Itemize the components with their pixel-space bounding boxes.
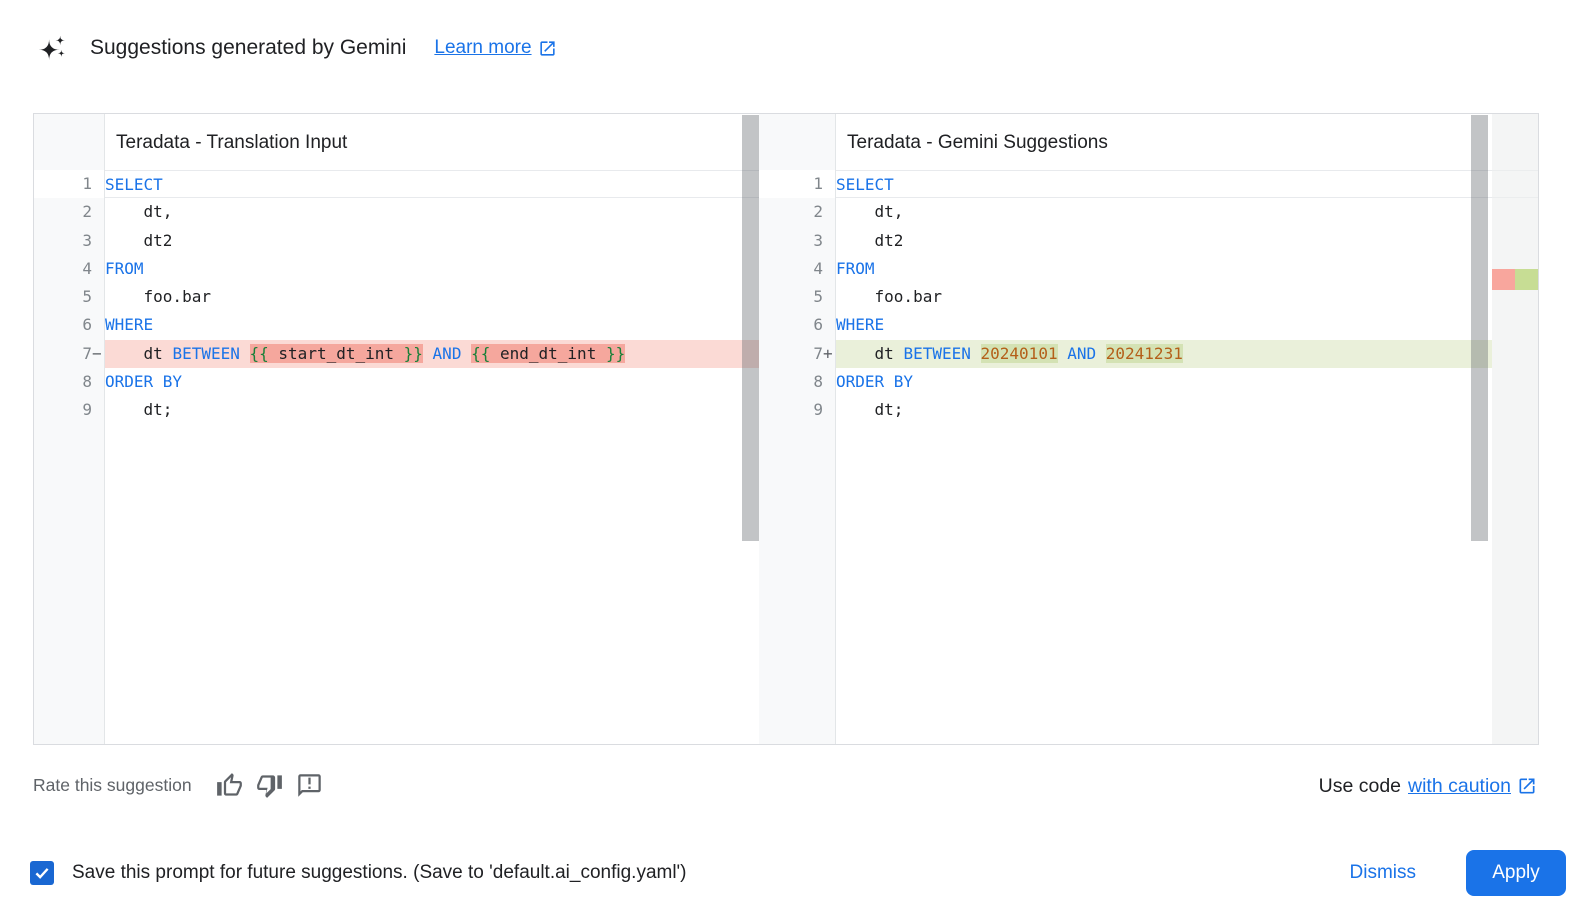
rate-label: Rate this suggestion	[33, 774, 192, 795]
code-line: FROM	[836, 258, 875, 278]
apply-button[interactable]: Apply	[1466, 850, 1566, 896]
checkmark-icon	[35, 868, 49, 879]
code-line: dt;	[836, 400, 904, 420]
external-link-icon	[1519, 778, 1535, 794]
external-link-icon	[539, 40, 555, 56]
overview-active-line	[1492, 170, 1538, 198]
code-line: dt,	[836, 202, 904, 222]
diff-overview-ruler[interactable]	[1492, 114, 1538, 744]
line-number: 7−	[34, 340, 104, 368]
code-line: dt,	[105, 202, 173, 222]
line-number: 4	[813, 258, 823, 278]
bottom-action-bar: Save this prompt for future suggestions.…	[30, 847, 1566, 899]
save-prompt-checkbox[interactable]	[30, 861, 54, 885]
gemini-spark-icon	[38, 35, 65, 61]
scrollbar-right[interactable]	[1471, 115, 1488, 541]
line-number: 1	[34, 170, 104, 199]
line-number: 5	[813, 287, 823, 307]
line-number: 7+	[759, 340, 835, 368]
line-number: 4	[82, 258, 92, 278]
with-caution-label: with caution	[1408, 774, 1511, 797]
line-number-gutter-right: 1 2 3 4 5 6 7+ 8 9	[759, 114, 836, 744]
header: Suggestions generated by Gemini Learn mo…	[38, 30, 557, 66]
learn-more-label: Learn more	[434, 37, 532, 58]
overview-added-marker	[1515, 269, 1538, 290]
code-line: ORDER BY	[105, 372, 183, 392]
line-number: 1	[759, 170, 835, 199]
line-number: 3	[813, 230, 823, 250]
rate-row: Rate this suggestion	[33, 768, 323, 802]
line-number: 9	[813, 400, 823, 420]
line-number: 6	[82, 315, 92, 335]
thumbs-up-button[interactable]	[216, 772, 243, 799]
page-title: Suggestions generated by Gemini	[90, 36, 407, 59]
code-line: ORDER BY	[836, 372, 914, 392]
code-line: FROM	[105, 258, 144, 278]
with-caution-link[interactable]: with caution	[1408, 775, 1537, 798]
code-line: WHERE	[836, 315, 885, 335]
code-line: dt BETWEEN {{ start_dt_int }} AND {{ end…	[105, 339, 759, 369]
code-line: WHERE	[105, 315, 154, 335]
feedback-icon	[297, 773, 321, 797]
overview-removed-marker	[1492, 269, 1515, 290]
line-number: 2	[82, 202, 92, 222]
line-number: 5	[82, 287, 92, 307]
code-line: dt2	[836, 230, 904, 250]
diff-sign: +	[823, 343, 833, 363]
thumbs-up-icon	[216, 772, 242, 796]
scrollbar-left[interactable]	[742, 115, 759, 541]
use-code-row: Use code with caution	[1319, 770, 1537, 802]
line-number: 2	[813, 202, 823, 222]
code-line: dt BETWEEN 20240101 AND 20241231	[836, 339, 1492, 369]
line-number-gutter-left: 1 2 3 4 5 6 7− 8 9	[34, 114, 105, 744]
feedback-button[interactable]	[296, 772, 323, 799]
panel-title-translation-input: Teradata - Translation Input	[116, 132, 348, 153]
line-number: 8	[82, 372, 92, 392]
line-number: 6	[813, 315, 823, 335]
thumbs-down-icon	[256, 774, 282, 798]
learn-more-link[interactable]: Learn more	[434, 37, 556, 59]
code-line: dt;	[105, 400, 173, 420]
use-code-text: Use code	[1318, 774, 1402, 797]
diff-sign: −	[92, 343, 102, 363]
save-prompt-label: Save this prompt for future suggestions.…	[72, 862, 687, 883]
code-line: dt2	[105, 230, 173, 250]
line-number: 3	[82, 230, 92, 250]
thumbs-down-button[interactable]	[256, 772, 283, 799]
code-line: foo.bar	[105, 287, 211, 307]
dismiss-button[interactable]: Dismiss	[1338, 854, 1429, 892]
line-number: 8	[813, 372, 823, 392]
line-number: 9	[82, 400, 92, 420]
code-line: SELECT	[105, 170, 759, 199]
panel-title-gemini-suggestions: Teradata - Gemini Suggestions	[847, 132, 1108, 153]
code-line: SELECT	[836, 170, 1492, 199]
code-line: foo.bar	[836, 287, 942, 307]
